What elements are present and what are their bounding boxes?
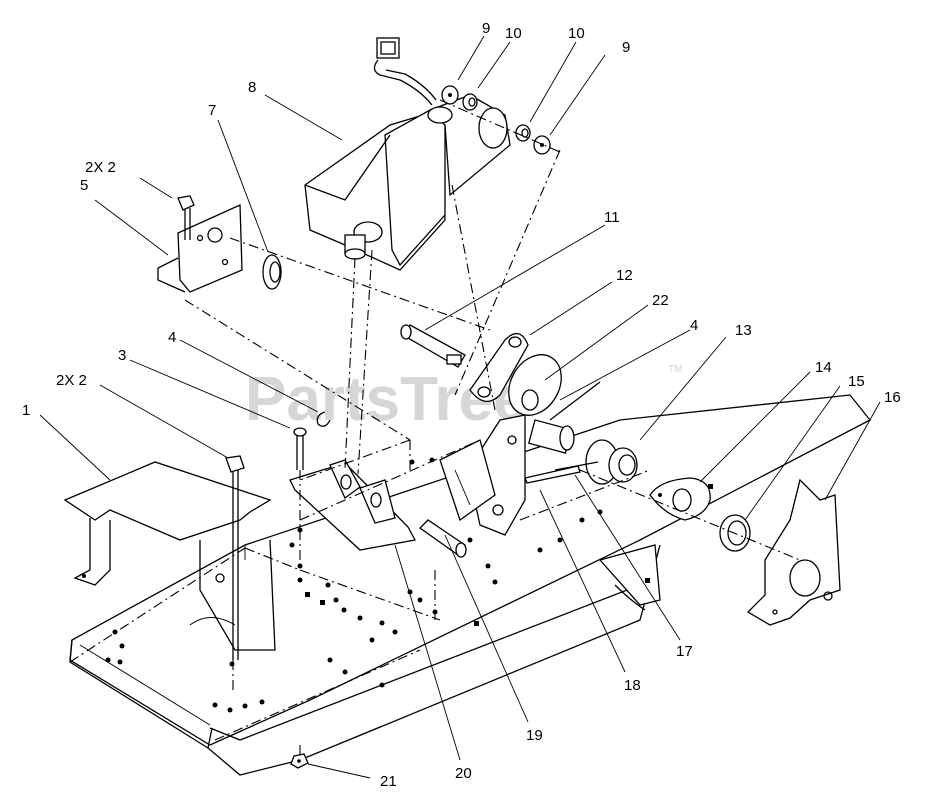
callout-7: 7 [208,102,216,119]
callout-21: 21 [380,773,397,790]
part-16-side-plate [746,478,841,626]
leader-lines [39,35,881,779]
callout-19: 19 [526,727,543,744]
callout-8: 8 [248,79,256,96]
callout-17: 17 [676,643,693,660]
bolt-2x2-lower [225,455,245,660]
part-10-spacer-right [515,124,531,142]
part-3-pin [293,427,307,470]
part-9-washer-right [533,135,551,155]
part-4-clip [316,411,331,427]
assembly-centerlines [69,99,801,755]
part-4-upper-pin [549,381,601,421]
callout-15: 15 [848,373,865,390]
part-1-bracket [63,461,276,667]
part-18-spring-pin [524,465,581,484]
callout-9-right: 9 [622,39,630,56]
part-22-disc [508,354,562,416]
callout-16: 16 [884,389,901,406]
watermark-trademark: TM [668,364,682,375]
part-21-nut [290,753,309,769]
callout-18: 18 [624,677,641,694]
part-11-pin [400,324,466,368]
callout-14: 14 [815,359,832,376]
callout-4-left: 4 [168,329,176,346]
part-10-spacer-left [462,93,478,111]
part-14-flange [649,477,711,521]
part-13-bushing [585,439,638,485]
callout-22: 22 [652,292,669,309]
part-5-motor-bracket [157,204,243,293]
callout-3: 3 [118,347,126,364]
callout-1: 1 [22,402,30,419]
callout-20: 20 [455,765,472,782]
callout-4-right: 4 [690,317,698,334]
callout-13: 13 [735,322,752,339]
frame-holes [105,457,713,713]
callout-labels: 1 2X 2 3 4 2X 2 5 7 8 9 10 10 9 11 12 22… [22,20,901,790]
bolt-2x2-upper [177,195,195,240]
part-9-washer-left [441,85,459,105]
callout-11: 11 [604,209,620,226]
callout-5: 5 [80,177,88,194]
callout-12: 12 [616,267,633,284]
part-7-washer [262,254,282,290]
part-20-pivot-bracket [289,459,467,558]
part-12-link-plate [469,333,529,402]
part-lever-arm [467,414,575,536]
callout-9-left: 9 [482,20,490,37]
callout-10-left: 10 [505,25,522,42]
part-8-actuator-motor [304,37,511,271]
callout-10-right: 10 [568,25,585,42]
callout-2x2-upper: 2X 2 [85,159,116,176]
callout-2x2-lower: 2X 2 [56,372,87,389]
part-19-channel [439,439,496,522]
